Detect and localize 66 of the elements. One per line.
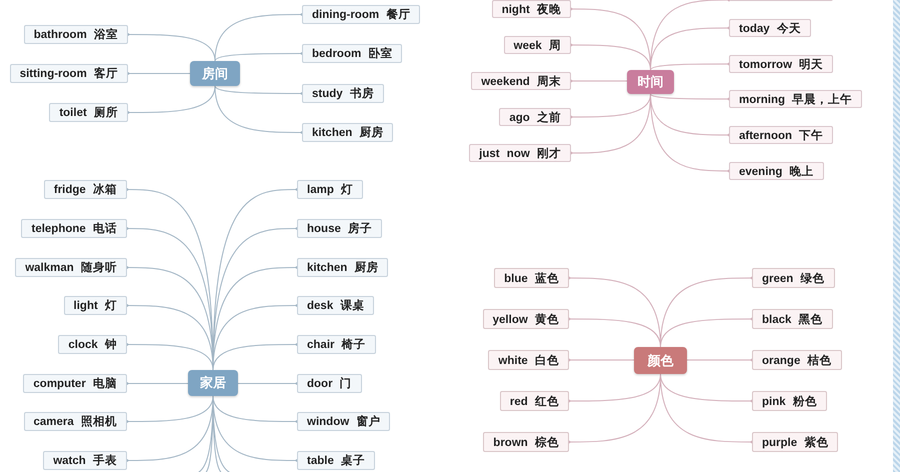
word-box: red 红色 (500, 391, 569, 411)
word-box: just now 刚才 (469, 144, 571, 162)
word-box: clock 钟 (58, 335, 127, 354)
connector-line (686, 358, 754, 362)
word-box: tomorrow 明天 (729, 55, 834, 73)
word-box: kitchen 厨房 (297, 258, 388, 277)
word-box: computer 电脑 (23, 374, 127, 393)
word-box: bathroom 浴室 (24, 25, 128, 44)
topic-box: 时间 (627, 70, 674, 94)
word-box: pink 粉色 (752, 391, 827, 411)
connector-line (212, 343, 298, 370)
word-box: chair 椅子 (297, 335, 376, 354)
word-box: bedroom 卧室 (302, 44, 402, 63)
word-box: lamp 灯 (297, 180, 364, 199)
word-box: light 灯 (64, 296, 127, 315)
word-box: morning 早晨，上午 (729, 90, 862, 108)
connector-line (660, 318, 754, 348)
word-box: toilet 厕所 (49, 103, 128, 122)
word-box: ago 之前 (499, 108, 571, 126)
word-box: orange 桔色 (752, 350, 842, 370)
word-box: today 今天 (729, 19, 811, 37)
connector-line (650, 94, 730, 172)
topic-box: 颜色 (634, 347, 687, 374)
word-box: purple 紫色 (752, 432, 838, 452)
word-box: brown 棕色 (483, 432, 569, 452)
connector-line (126, 72, 190, 75)
word-box: black 黑色 (752, 309, 833, 329)
word-box: watch 手表 (43, 451, 127, 470)
word-box: white 白色 (488, 350, 569, 370)
word-box: camera 照相机 (24, 412, 127, 431)
word-box: house 房子 (297, 219, 382, 238)
word-box: door 门 (297, 374, 362, 393)
connector-line (214, 86, 304, 95)
word-box: sitting-room 客厅 (10, 64, 128, 83)
word-box: walkman 随身听 (15, 258, 127, 277)
connector-line (660, 374, 754, 444)
word-box: week 周 (504, 36, 571, 54)
word-box: evening 晚上 (729, 162, 824, 180)
connector-line (212, 396, 298, 423)
word-box: fridge 冰箱 (44, 180, 127, 199)
word-box: yellow 黄色 (482, 309, 569, 329)
connector-line (568, 318, 661, 348)
connector-line (650, 94, 730, 100)
connector-line (214, 13, 304, 62)
word-box: study 书房 (302, 84, 384, 103)
topic-box: 家居 (188, 370, 238, 396)
connector-line (570, 80, 628, 82)
word-box: afternoon 下午 (729, 126, 834, 144)
connector-line (650, 26, 730, 70)
word-box: desk 课桌 (297, 296, 374, 315)
connector-line (650, 62, 730, 70)
word-box: weekend 周末 (471, 72, 571, 90)
word-box: telephone 电话 (21, 219, 127, 238)
connector-line (126, 382, 188, 385)
connector-line (238, 382, 298, 385)
word-box: window 窗户 (297, 412, 390, 431)
connector-line (214, 52, 304, 62)
word-box: dining-room 餐厅 (302, 5, 420, 24)
word-box: kitchen 厨房 (302, 123, 394, 142)
word-box: night 夜晚 (492, 0, 571, 18)
word-box: table 桌子 (297, 451, 376, 470)
connector-line (214, 86, 304, 134)
connector-line (568, 358, 634, 362)
topic-box: 房间 (190, 61, 240, 86)
word-box: green 绿色 (752, 268, 835, 288)
word-box: blue 蓝色 (494, 268, 569, 288)
